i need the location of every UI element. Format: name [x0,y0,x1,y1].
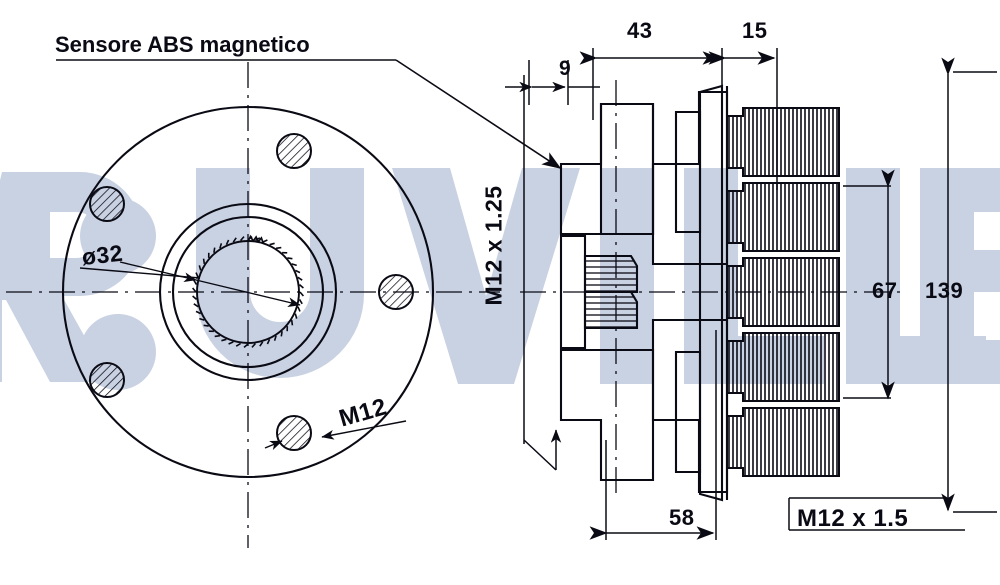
dimension-lines [505,48,997,540]
stud [726,182,840,252]
stud-thread-label: M12 x 1.5 [797,505,909,532]
bolt-hole [89,186,125,222]
bore-diameter-leader [79,261,301,307]
dimension-139-label: 139 [925,278,964,303]
section-view [559,84,729,502]
stud [726,332,840,402]
section-centerline [520,80,900,500]
dimension-58-label: 58 [669,505,695,530]
bearing-outer-ring-bottom [674,350,702,474]
spline-section-top [583,254,639,294]
ruville-watermark [0,168,1000,390]
wheel-studs [726,107,840,477]
hub-thread-label: M12 x 1.25 [480,185,507,306]
bolt-hole [89,362,125,398]
dimension-43-label: 43 [627,18,653,43]
bolt-hole [276,133,312,169]
bolt-hole [276,415,312,451]
stud [726,407,840,477]
spline-section-bottom [583,290,639,330]
dimension-15-label: 15 [742,18,768,43]
stud [726,107,840,177]
sensor-ring-profile [559,234,587,350]
bolt-holes [89,133,414,451]
sensor-label-leader [56,59,562,169]
bearing-outer-ring-top [674,110,702,234]
hub-collar-bottom [559,348,655,482]
front-view-centerlines [6,62,500,548]
sensor-label: Sensore ABS magnetico [55,32,310,57]
dimension-9-label: 9 [559,57,572,80]
bolt-thread-leader [264,420,407,451]
dimension-67-label: 67 [872,278,898,303]
bore-diameter-label: ø32 [80,239,125,270]
